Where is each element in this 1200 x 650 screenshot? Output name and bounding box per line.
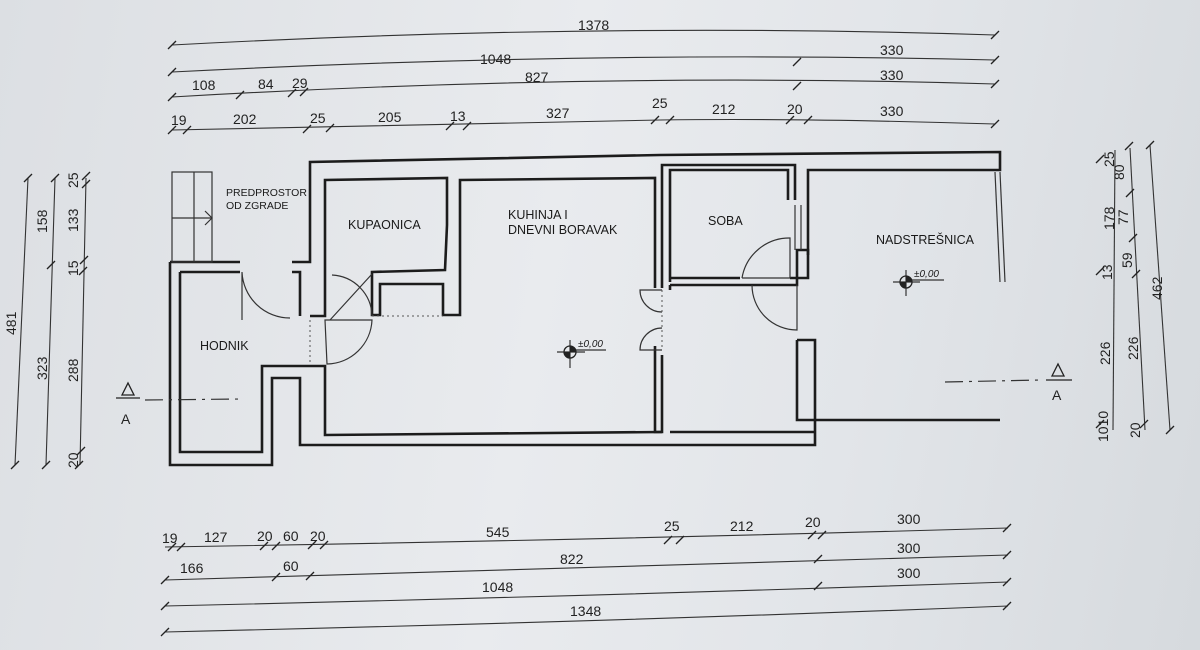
dim-label: 20: [310, 528, 326, 544]
room-label-dnevni-boravak: DNEVNI BORAVAK: [508, 223, 618, 237]
dim-label: 212: [712, 101, 736, 117]
room-label-hodnik: HODNIK: [200, 339, 249, 353]
dim-label: 20: [257, 528, 273, 544]
dim-label: 330: [880, 67, 904, 83]
dim-label: 13: [1099, 264, 1115, 280]
room-label-kupaonica: KUPAONICA: [348, 218, 421, 232]
section-mark-left: A: [116, 381, 244, 427]
dim-label: 77: [1115, 209, 1131, 225]
dim-label: 29: [292, 75, 308, 91]
room-label-kuhinja: KUHINJA I: [508, 208, 568, 222]
dim-label: 545: [486, 524, 510, 540]
section-label: A: [121, 411, 131, 427]
dim-label: 827: [525, 69, 549, 85]
room-label-soba: SOBA: [708, 214, 743, 228]
section-mark-right: A: [944, 362, 1072, 403]
dim-label: 300: [897, 565, 921, 581]
top-dimension-row-2: 1048 330: [167, 42, 1000, 77]
dim-label: 1048: [482, 579, 513, 595]
dim-label: 13: [450, 108, 466, 124]
dim-label: 300: [897, 540, 921, 556]
dim-label: 300: [897, 511, 921, 527]
top-dimension-row-3: 108 84 29 827 330: [167, 67, 1000, 102]
dim-label: 25: [310, 110, 326, 126]
dim-label: 226: [1097, 341, 1113, 365]
dim-label: 25: [652, 95, 668, 111]
dim-label: 19: [171, 112, 187, 128]
dim-label: 323: [34, 356, 50, 380]
dim-label: 822: [560, 551, 584, 567]
dim-label: 330: [880, 42, 904, 58]
dim-label: 226: [1125, 336, 1141, 360]
dim-label: 1048: [480, 51, 511, 67]
dim-label: 1378: [578, 17, 609, 33]
doors: [241, 237, 798, 365]
right-dimensions: 25 178 13 226 1010 80 77 59 226 20 462: [1095, 140, 1175, 442]
room-label-predprostor-2: OD ZGRADE: [226, 200, 288, 212]
dim-label: 25: [664, 518, 680, 534]
door-hodnik-entry: [241, 271, 291, 320]
door-hall-soba: [751, 284, 798, 331]
dim-label: 19: [162, 530, 178, 546]
walls: [168, 150, 1006, 467]
dim-label: 166: [180, 560, 204, 576]
bottom-dimension-row-3: 1048 300: [160, 565, 1012, 611]
dim-label: 59: [1119, 252, 1135, 268]
dim-label: 1348: [570, 603, 601, 619]
dim-label: 25: [1101, 151, 1117, 167]
dim-label: 288: [65, 358, 81, 382]
left-dimensions: 481 158 323 25 133 15 288 20: [3, 171, 91, 470]
dim-label: 80: [1111, 164, 1127, 180]
room-label-nadstresnica: NADSTREŠNICA: [876, 232, 975, 247]
dim-label: 212: [730, 518, 754, 534]
door-soba: [741, 237, 791, 279]
bottom-dimension-row-2: 166 60 822 300: [160, 540, 1012, 585]
dim-label: 20: [787, 101, 803, 117]
level-mark-nadstresnica: ±0,00: [893, 269, 944, 296]
dim-label: 60: [283, 558, 299, 574]
dim-label: 178: [1101, 206, 1117, 230]
door-double-kitchen: [639, 289, 663, 351]
dim-label: 1010: [1095, 411, 1111, 442]
bottom-dimension-row-1: 19 127 20 60 20 545 25 212 20 300: [162, 511, 1012, 552]
dim-label: 481: [3, 311, 19, 335]
level-label: ±0,00: [578, 339, 603, 350]
dim-label: 25: [65, 172, 81, 188]
dim-label: 20: [805, 514, 821, 530]
door-hodnik-kitchen: [324, 319, 373, 365]
top-dimension-row-4: 19 202 25 205 13 327 25 212 20 330: [167, 95, 1000, 135]
dim-label: 15: [65, 260, 81, 276]
dim-label: 20: [65, 452, 81, 468]
room-label-predprostor: PREDPROSTOR: [226, 187, 307, 199]
top-dimension-row-1: 1378: [167, 17, 1000, 50]
dim-label: 60: [283, 528, 299, 544]
level-label: ±0,00: [914, 269, 939, 280]
dim-label: 127: [204, 529, 228, 545]
bottom-dimension-row-4: 1348: [160, 601, 1012, 637]
dim-label: 108: [192, 77, 216, 93]
dim-label: 133: [65, 208, 81, 232]
dim-label: 330: [880, 103, 904, 119]
dim-label: 327: [546, 105, 570, 121]
dim-label: 202: [233, 111, 257, 127]
dim-label: 84: [258, 76, 274, 92]
section-label: A: [1052, 387, 1062, 403]
dim-label: 205: [378, 109, 402, 125]
door-kupaonica: [329, 273, 373, 321]
dim-label: 158: [34, 209, 50, 233]
level-mark-kitchen: ±0,00: [557, 339, 606, 368]
dim-label: 462: [1149, 276, 1165, 300]
dim-label: 20: [1127, 422, 1143, 438]
